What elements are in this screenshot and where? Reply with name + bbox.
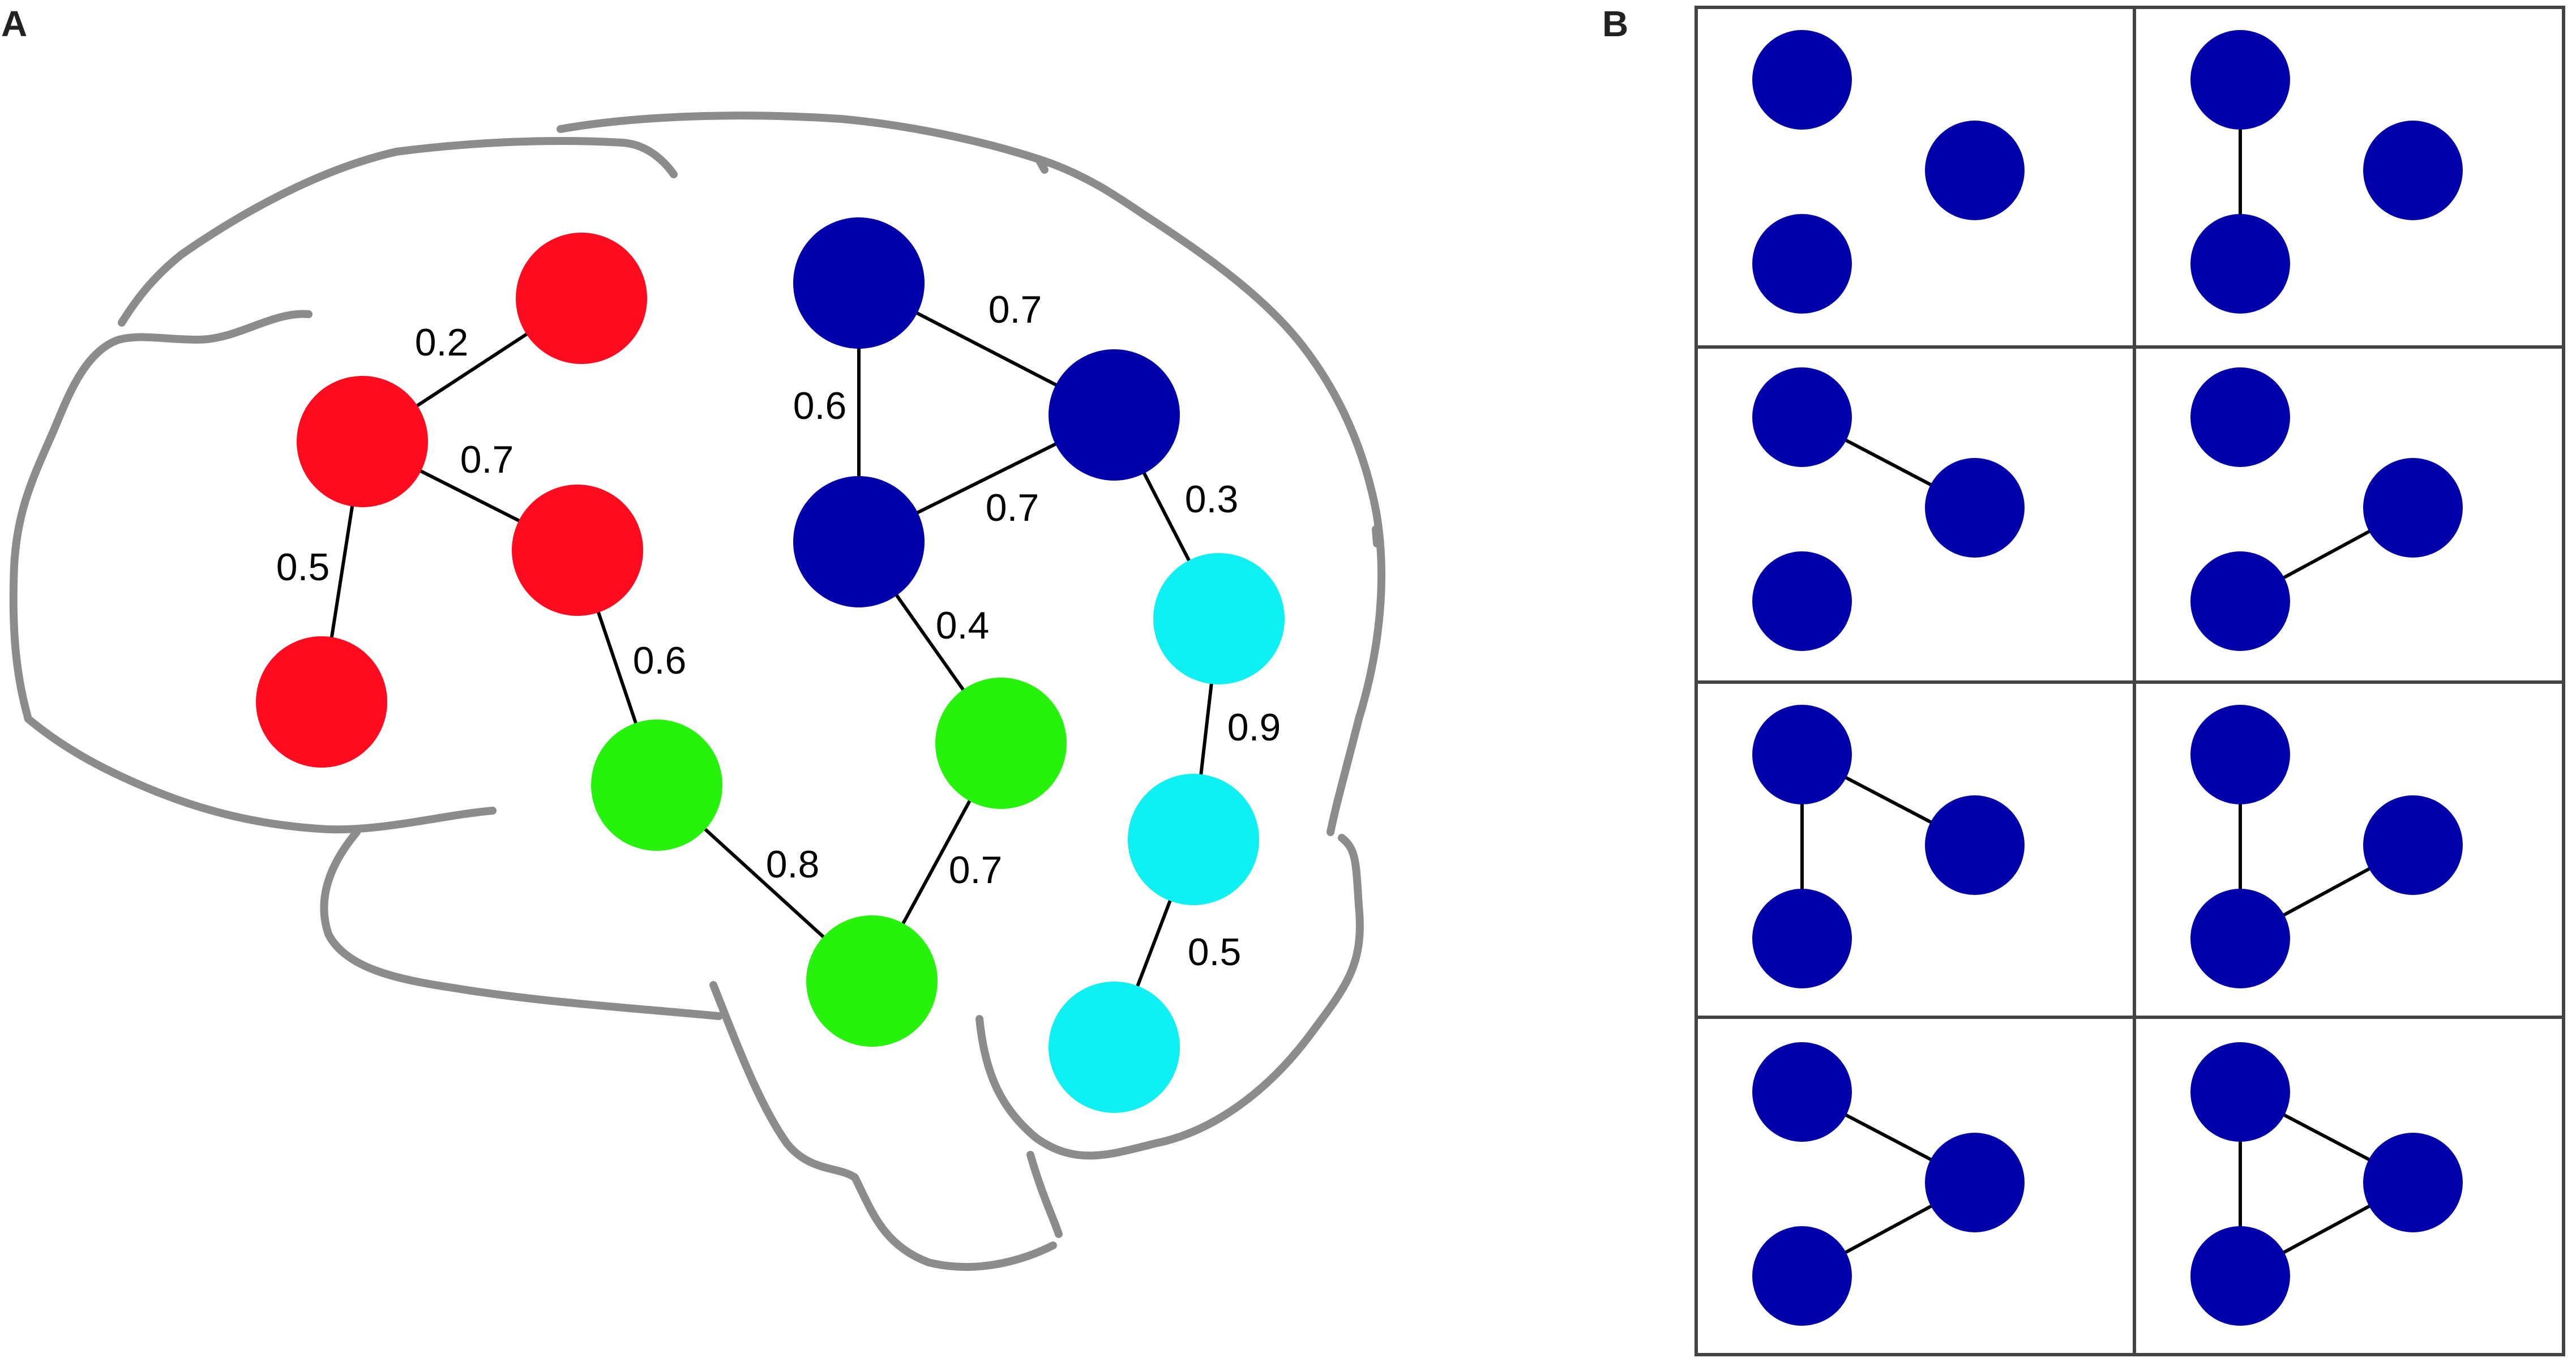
motif-3 [1752,367,2025,651]
panel-b-label: B [1602,3,1628,44]
brain-outline [9,112,1385,1271]
edge-weight-label: 0.2 [415,321,469,364]
node-c3 [1049,982,1180,1113]
motif-node-bottom [1752,214,1852,314]
motif-node-top [2190,705,2290,804]
brain-outline-occipital [975,834,1364,1160]
motif-6 [2190,705,2463,988]
edge-weight-label: 0.3 [1185,478,1239,521]
brain-outline-gap-top [1035,156,1049,174]
motif-node-top [2190,367,2290,467]
motif-node-bottom [1752,1226,1852,1326]
motif-1 [1752,30,2025,314]
motif-node-top [1752,1042,1852,1142]
motif-2 [2190,30,2463,314]
brain-outline-underside [24,715,497,834]
edge-weight-label: 0.4 [936,604,990,647]
motif-node-right [2363,1133,2463,1232]
node-g1 [591,719,722,851]
motif-node-bottom [1752,889,1852,988]
node-b3 [793,476,925,607]
node-g3 [806,915,938,1047]
motif-node-top [1752,30,1852,130]
node-r2 [297,376,428,507]
motif-node-right [2363,458,2463,558]
node-g2 [935,678,1067,809]
node-b1 [793,217,925,349]
edge-weight-label: 0.8 [766,843,820,886]
motif-node-top [1752,367,1852,467]
motif-node-bottom [1752,551,1852,651]
motif-node-right [1925,1133,2025,1232]
motifs [1752,30,2463,1326]
node-r3 [512,485,643,616]
motif-node-right [1925,795,2025,895]
edge-weight-label: 0.7 [949,849,1003,892]
network-a-nodes [256,217,1285,1113]
edge-weight-label: 0.6 [793,384,847,427]
motif-node-right [2363,795,2463,895]
motif-node-bottom [2190,1226,2290,1326]
brain-outline-brainstem [1026,1151,1063,1238]
edge-weight-label: 0.5 [276,546,330,589]
motif-node-bottom [2190,214,2290,314]
motif-node-right [1925,121,2025,220]
node-r4 [256,636,387,768]
node-c2 [1128,774,1259,905]
brain-outline-main [557,112,1385,836]
motif-node-top [1752,705,1852,804]
brain-outline-temporal [320,828,723,1020]
motif-4 [2190,367,2463,651]
brain-outline-cerebellum [709,981,1057,1271]
brain-outline-gap-right [1372,525,1381,547]
brain-outline-front [9,310,313,723]
node-r1 [516,233,647,364]
panel-a-label: A [1,3,27,44]
motif-node-right [1925,458,2025,558]
edge-weight-label: 0.9 [1227,706,1281,749]
node-b2 [1049,349,1180,481]
edge-weight-label: 0.5 [1188,931,1242,974]
edge-weight-label: 0.7 [986,486,1039,529]
motif-node-top [2190,1042,2290,1142]
network-a-weight-labels: 0.2 0.7 0.5 0.6 0.7 0.6 0.7 0.3 0.4 0.8 0.7 0.9 0.5 [276,288,1281,974]
edge-weight-label: 0.6 [633,639,687,682]
motif-node-bottom [2190,889,2290,988]
motif-5 [1752,705,2025,988]
node-c1 [1153,553,1285,684]
motif-8 [2190,1042,2463,1326]
edge-weight-label: 0.7 [989,288,1042,331]
motif-node-top [2190,30,2290,130]
brain-outline-frontal [118,136,678,327]
motif-node-bottom [2190,551,2290,651]
edge-weight-label: 0.7 [460,438,514,481]
motif-node-right [2363,121,2463,220]
motif-7 [1752,1042,2025,1326]
motif-grid [1694,6,2565,1356]
